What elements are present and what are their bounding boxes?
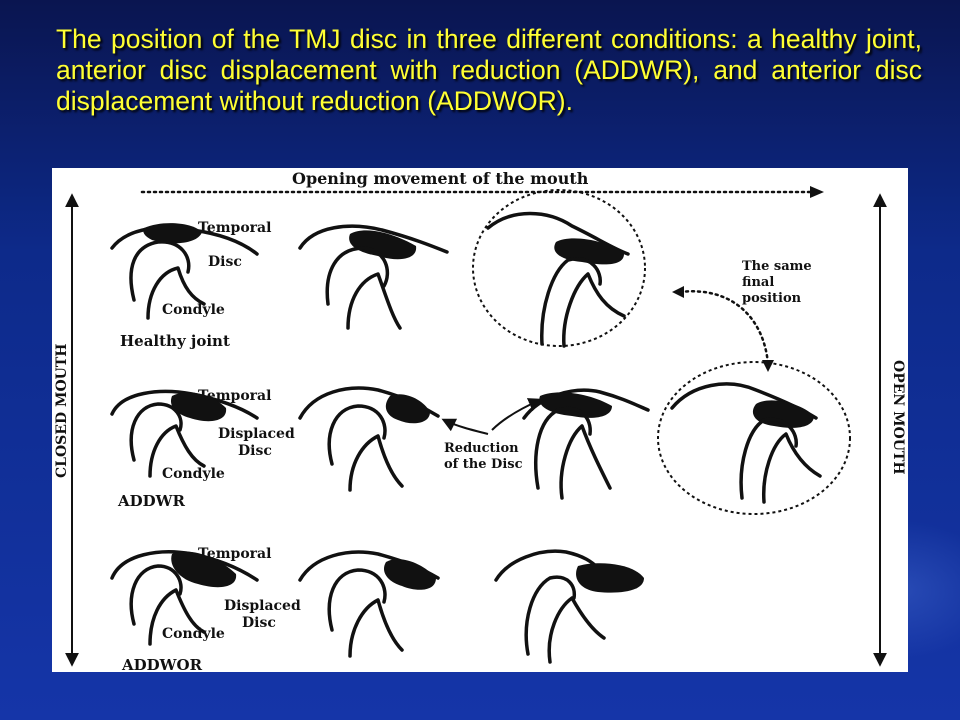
- same-final-label-line1: The same: [742, 259, 812, 274]
- addwor-closed-joint: [110, 550, 259, 646]
- temporal-label-addwr: Temporal: [198, 388, 271, 404]
- tmj-diagram: Opening movement of the mouth CLOSED MOU…: [52, 168, 908, 672]
- addwr-closed-joint: [110, 389, 259, 478]
- row-label-addwr: ADDWR: [117, 492, 185, 510]
- final-position-ring-2: [657, 361, 851, 515]
- addwor-open-joint: [494, 549, 644, 664]
- addwr-open-joint: [522, 388, 650, 500]
- opening-movement-arrow-head: [810, 186, 824, 198]
- final-position-ring-1: [472, 189, 646, 347]
- open-mouth-label: OPEN MOUTH: [890, 360, 906, 475]
- healthy-closed-joint: [110, 223, 259, 320]
- temporal-label-healthy: Temporal: [198, 220, 271, 236]
- slide-title: The position of the TMJ disc in three di…: [56, 24, 922, 116]
- closed-mouth-label: CLOSED MOUTH: [54, 343, 70, 478]
- addwr-mid-joint: [298, 386, 440, 492]
- reduction-label-line2: of the Disc: [444, 457, 523, 472]
- row-label-healthy: Healthy joint: [120, 332, 230, 350]
- reduction-arrow-left: [441, 418, 489, 435]
- same-final-label-line2: final: [742, 275, 774, 290]
- displaced-label-addwr-2: Disc: [238, 443, 272, 459]
- condyle-label-addwr: Condyle: [162, 466, 225, 482]
- final-open-joint: [670, 382, 822, 504]
- healthy-mid-joint: [298, 224, 449, 330]
- row-label-addwor: ADDWOR: [121, 656, 203, 672]
- condyle-label-healthy: Condyle: [162, 302, 225, 318]
- displaced-label-addwr-1: Displaced: [218, 426, 295, 442]
- disc-label-healthy: Disc: [208, 254, 242, 270]
- reduction-label-line1: Reduction: [444, 441, 519, 456]
- addwor-mid-joint: [298, 550, 440, 658]
- displaced-label-addwor-1: Displaced: [224, 598, 301, 614]
- opening-movement-label: Opening movement of the mouth: [292, 169, 589, 188]
- displaced-label-addwor-2: Disc: [242, 615, 276, 631]
- reduction-arrow-right: [491, 398, 543, 431]
- healthy-open-joint: [486, 211, 630, 348]
- tmj-diagram-svg: Opening movement of the mouth CLOSED MOU…: [54, 169, 906, 672]
- condyle-label-addwor: Condyle: [162, 626, 225, 642]
- same-final-label-line3: position: [742, 291, 802, 306]
- temporal-label-addwor: Temporal: [198, 546, 271, 562]
- same-final-connector: [678, 290, 770, 366]
